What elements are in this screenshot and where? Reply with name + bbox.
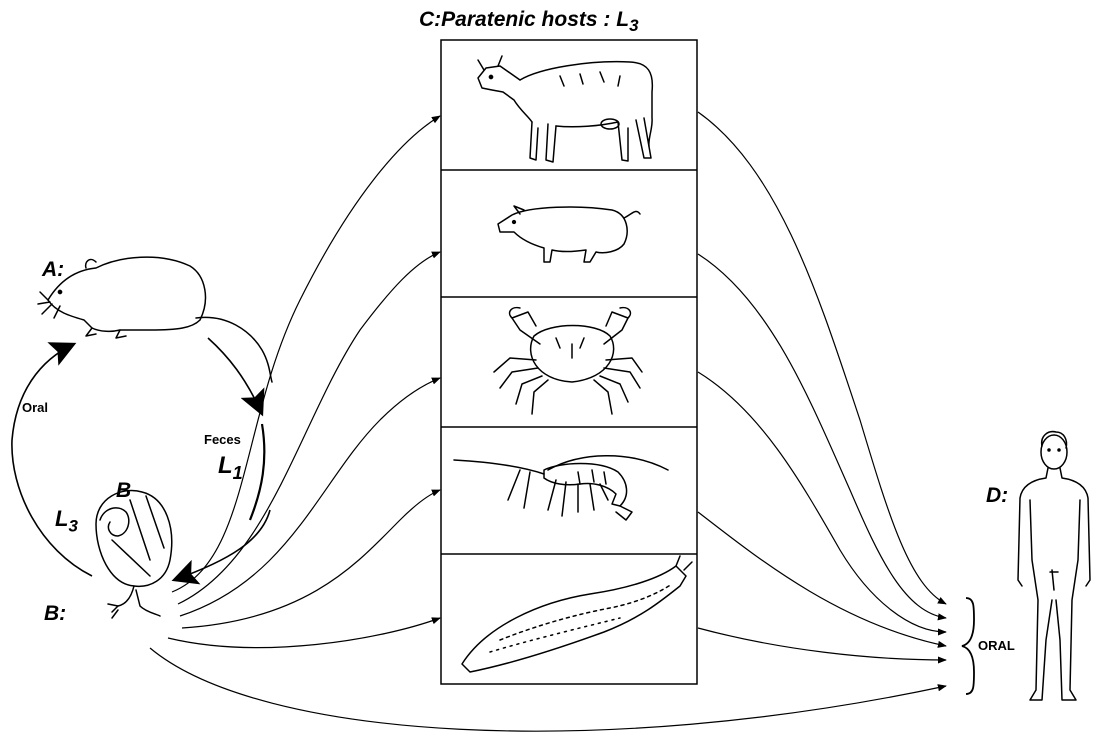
human-illustration xyxy=(1018,432,1090,700)
label-oral-left: Oral xyxy=(22,400,48,415)
oral-brace xyxy=(962,598,974,694)
label-a: A: xyxy=(42,258,64,282)
label-l1-main: L xyxy=(218,452,233,479)
label-feces: Feces xyxy=(204,432,241,447)
shrimp-illustration xyxy=(454,456,668,520)
arrow-feces-to-snail xyxy=(174,510,270,580)
arrow-snail-to-rat-oral xyxy=(12,344,92,576)
label-l3: L3 xyxy=(55,506,78,536)
pig-illustration xyxy=(498,206,640,262)
title-stage-sub: 3 xyxy=(629,16,638,35)
cow-illustration xyxy=(478,56,652,162)
title-prefix: C: xyxy=(419,8,441,31)
paratenic-host-panel xyxy=(441,40,697,684)
label-oral-right: ORAL xyxy=(978,638,1015,653)
crab-illustration xyxy=(494,308,642,414)
arrow-rat-to-feces xyxy=(208,338,262,414)
label-b-top: B xyxy=(116,479,131,503)
title-stage: L xyxy=(616,8,629,31)
slug-illustration xyxy=(462,556,692,672)
rat-illustration xyxy=(38,257,272,382)
arrows-hosts-to-human xyxy=(150,112,946,731)
label-b-bottom: B: xyxy=(44,602,66,626)
label-l3-sub: 3 xyxy=(68,516,77,535)
arrows-snail-to-hosts xyxy=(168,116,440,648)
label-l1-sub: 1 xyxy=(233,463,243,483)
label-d: D: xyxy=(986,484,1008,508)
feces-larva xyxy=(250,424,264,520)
title-text: Paratenic hosts : xyxy=(441,8,610,31)
diagram-title: C:Paratenic hosts : L3 xyxy=(419,8,639,36)
label-l3-main: L xyxy=(55,506,68,531)
snail-illustration xyxy=(96,490,172,618)
label-l1: L1 xyxy=(218,452,243,484)
